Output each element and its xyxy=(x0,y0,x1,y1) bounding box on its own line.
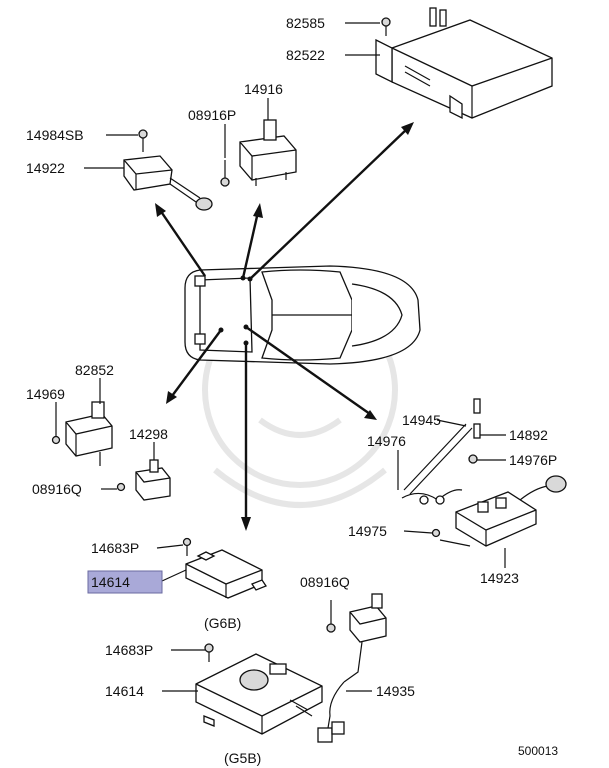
label-08916p[interactable]: 08916P xyxy=(188,107,236,123)
screw-08916p-icon xyxy=(220,160,230,187)
diagram-number: 500013 xyxy=(518,744,558,758)
label-14976[interactable]: 14976 xyxy=(367,433,406,449)
bolt-14683p-bottom-icon xyxy=(204,643,214,662)
label-14923[interactable]: 14923 xyxy=(480,570,519,586)
label-14945[interactable]: 14945 xyxy=(402,412,441,428)
screw-14975-icon xyxy=(431,528,441,538)
screw-14984sb-icon xyxy=(138,129,148,152)
control-module-82522-icon xyxy=(375,7,553,120)
relay-14935-icon xyxy=(317,593,387,743)
car-body-outline xyxy=(184,265,421,365)
module-14614-g5b-icon xyxy=(195,653,323,735)
pin-14892-icon xyxy=(468,398,481,464)
part-labels: 82585 82522 14916 08916P 14984SB 14922 8… xyxy=(26,15,558,766)
label-14683p-top[interactable]: 14683P xyxy=(91,540,139,556)
label-14969[interactable]: 14969 xyxy=(26,386,65,402)
screw-08916q-mid-icon xyxy=(326,600,336,633)
label-14976p[interactable]: 14976P xyxy=(509,452,557,468)
label-14984sb[interactable]: 14984SB xyxy=(26,127,84,143)
label-14614-top[interactable]: 14614 xyxy=(91,574,130,590)
label-82852[interactable]: 82852 xyxy=(75,362,114,378)
leader-lines xyxy=(55,22,506,692)
label-08916q-mid[interactable]: 08916Q xyxy=(300,574,350,590)
label-14614-bottom[interactable]: 14614 xyxy=(105,683,144,699)
highlight-box-14614 xyxy=(87,570,163,594)
label-14892[interactable]: 14892 xyxy=(509,427,548,443)
module-14614-g6b-icon xyxy=(185,549,267,599)
bolt-82585-icon xyxy=(381,17,391,36)
label-g6b: (G6B) xyxy=(204,615,241,631)
screw-08916q-left-icon xyxy=(116,482,126,492)
label-14298[interactable]: 14298 xyxy=(129,426,168,442)
label-82522[interactable]: 82522 xyxy=(286,47,325,63)
relay-14298-icon xyxy=(135,446,171,501)
bolt-14683p-top-icon xyxy=(182,537,192,556)
callout-arrows xyxy=(155,122,414,531)
unit-14923-icon xyxy=(455,475,567,547)
label-14916[interactable]: 14916 xyxy=(244,81,283,97)
label-g5b: (G5B) xyxy=(224,750,261,766)
sensor-14922-icon xyxy=(123,155,213,211)
label-14922[interactable]: 14922 xyxy=(26,160,65,176)
label-08916q-left[interactable]: 08916Q xyxy=(32,481,82,497)
label-14935[interactable]: 14935 xyxy=(376,683,415,699)
screw-14969-icon xyxy=(51,435,61,445)
label-14975[interactable]: 14975 xyxy=(348,523,387,539)
label-82585[interactable]: 82585 xyxy=(286,15,325,31)
harness-14976-icon xyxy=(401,489,463,505)
relay-82852-icon xyxy=(65,384,113,466)
clip-14945-icon xyxy=(403,423,473,495)
relay-14916-icon xyxy=(239,119,297,186)
label-14683p-bottom[interactable]: 14683P xyxy=(105,642,153,658)
